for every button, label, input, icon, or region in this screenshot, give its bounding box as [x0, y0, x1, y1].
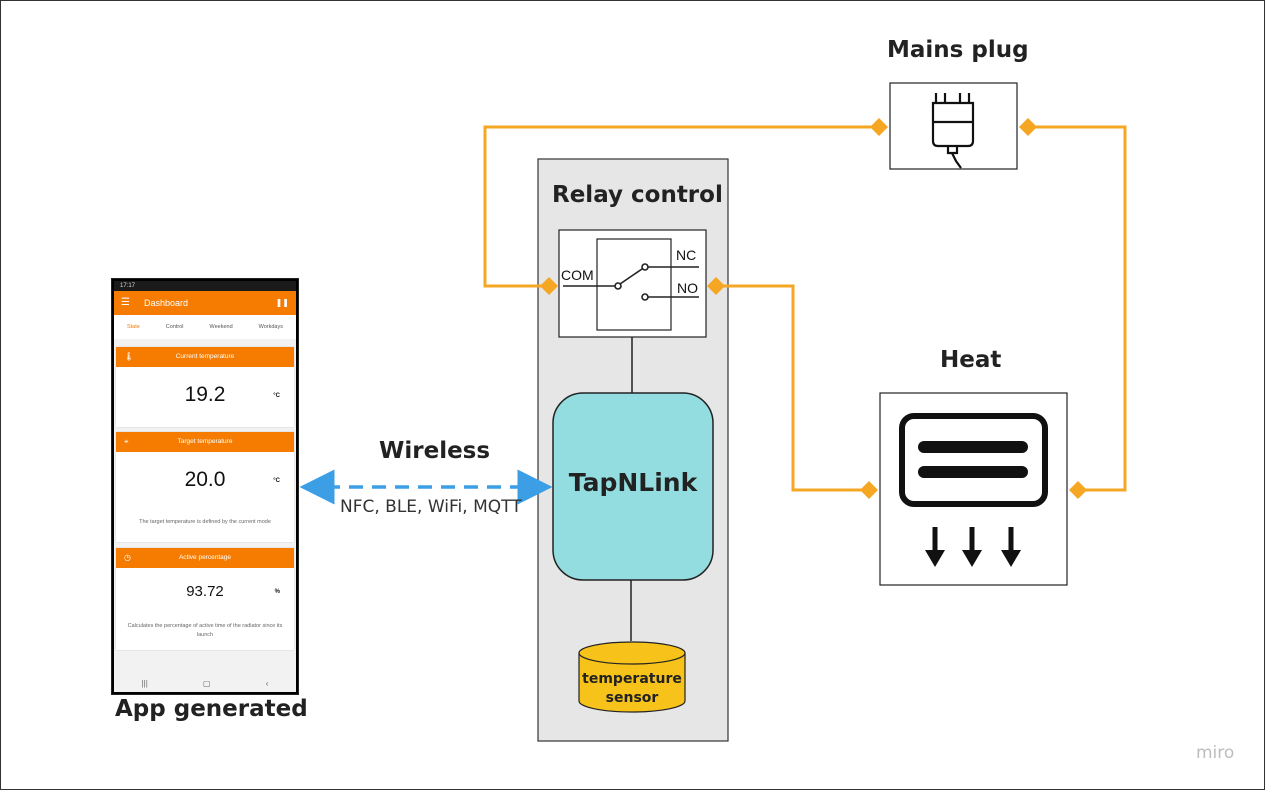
thermometer-icon: 🌡 — [124, 352, 135, 361]
phone-app-screenshot: 17:17 ☰ Dashboard ❚❚ State Control Weeke… — [111, 278, 299, 695]
tapnlink-module — [552, 392, 714, 581]
connection-diamonds — [540, 118, 1087, 499]
miro-watermark: miro — [1196, 743, 1235, 763]
app-bar: ☰ Dashboard ❚❚ — [114, 291, 296, 315]
relay-control-title: Relay control — [552, 182, 723, 208]
power-wires — [483, 125, 1127, 492]
unit-label: °C — [273, 478, 280, 484]
phone-screen: 17:17 ☰ Dashboard ❚❚ State Control Weeke… — [114, 281, 296, 692]
card-title: Target temperature — [177, 438, 233, 445]
relay-switch-icon — [563, 263, 699, 301]
relay-nc-label: NC — [676, 247, 697, 263]
pause-icon[interactable]: ❚❚ — [275, 298, 289, 307]
phone-nav-bar: ||| ▢ ‹ — [114, 674, 296, 692]
heat-title: Heat — [940, 347, 1002, 373]
card-title: Current temperature — [175, 353, 235, 360]
hamburger-icon[interactable]: ☰ — [121, 297, 130, 308]
app-generated-title: App generated — [115, 696, 308, 722]
card-description: The target temperature is defined by the… — [139, 519, 271, 525]
current-temperature-value: 19.2 — [184, 383, 226, 406]
target-temperature-value: 20.0 — [184, 468, 226, 491]
tab-state[interactable]: State — [126, 324, 140, 330]
mains-plug-title: Mains plug — [887, 37, 1029, 63]
card-description: Calculates the percentage of active time… — [127, 623, 283, 638]
wireless-title: Wireless — [379, 438, 491, 464]
tapnlink-label: TapNLink — [568, 468, 698, 497]
card-title: Active percentage — [178, 554, 232, 561]
temperature-sensor-cylinder — [578, 641, 686, 713]
card-current-temperature: 🌡 Current temperature 19.2 °C — [116, 347, 294, 427]
tab-workdays[interactable]: Workdays — [258, 324, 283, 330]
relay-no-label: NO — [677, 280, 698, 296]
card-active-percentage: ◷ Active percentage 93.72 % Calculates th… — [116, 548, 294, 650]
home-icon[interactable]: ▢ — [202, 678, 211, 688]
active-percentage-value: 93.72 — [186, 583, 224, 600]
plug-icon — [931, 93, 975, 169]
recent-apps-icon[interactable]: ||| — [141, 678, 148, 688]
wireless-protocols: NFC, BLE, WiFi, MQTT — [340, 497, 522, 517]
tab-control[interactable]: Control — [165, 324, 184, 330]
clock-icon: ◷ — [124, 553, 131, 562]
back-icon[interactable]: ‹ — [265, 678, 269, 688]
card-target-temperature: ⌖ Target temperature 20.0 °C The target t… — [116, 432, 294, 542]
app-bar-title: Dashboard — [144, 298, 189, 308]
unit-label: °C — [273, 393, 280, 399]
phone-status-bar: 17:17 — [114, 281, 296, 291]
relay-com-label: COM — [561, 267, 594, 283]
tab-weekend[interactable]: Weekend — [209, 324, 233, 330]
target-icon: ⌖ — [124, 437, 129, 446]
unit-label: % — [274, 589, 280, 595]
app-tabs: State Control Weekend Workdays — [114, 315, 296, 339]
heater-icon — [899, 413, 1048, 567]
temperature-sensor-label: temperature sensor — [582, 671, 682, 706]
